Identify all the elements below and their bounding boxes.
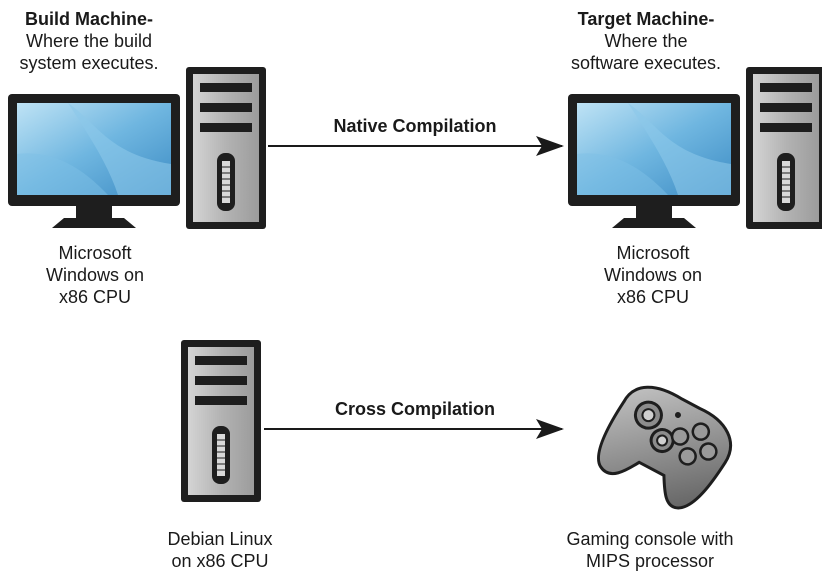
target-machine-label: Target Machine- Where the software execu…	[548, 8, 744, 74]
native-build-caption-2: Windows on	[45, 265, 145, 285]
gamepad-icon	[597, 385, 732, 510]
build-machine-desc-2: system executes.	[19, 53, 159, 73]
cross-build-tower-icon	[180, 339, 262, 503]
target-machine-heading: Target Machine-	[577, 9, 715, 29]
native-build-caption: Microsoft Windows on x86 CPU	[20, 242, 170, 308]
cross-build-caption: Debian Linux on x86 CPU	[140, 528, 300, 572]
build-machine-desc-1: Where the build	[25, 31, 153, 51]
build-tower-icon	[185, 66, 267, 230]
target-monitor-icon	[568, 94, 740, 228]
native-compilation-label: Native Compilation	[333, 116, 497, 136]
build-machine-label: Build Machine- Where the build system ex…	[0, 8, 178, 74]
cross-target-caption-2: MIPS processor	[585, 551, 715, 571]
build-monitor-icon	[8, 94, 180, 228]
native-build-caption-3: x86 CPU	[58, 287, 132, 307]
native-target-caption-3: x86 CPU	[616, 287, 690, 307]
cross-build-caption-1: Debian Linux	[167, 529, 273, 549]
native-target-caption-1: Microsoft	[616, 243, 690, 263]
native-build-caption-1: Microsoft	[58, 243, 132, 263]
native-target-caption-2: Windows on	[603, 265, 703, 285]
target-machine-desc-2: software executes.	[570, 53, 722, 73]
target-tower-icon	[745, 66, 822, 230]
build-machine-heading: Build Machine-	[24, 9, 153, 29]
cross-compilation-label: Cross Compilation	[334, 399, 495, 419]
target-machine-desc-1: Where the	[604, 31, 688, 51]
cross-target-caption: Gaming console with MIPS processor	[540, 528, 760, 572]
cross-build-caption-2: on x86 CPU	[171, 551, 269, 571]
native-target-caption: Microsoft Windows on x86 CPU	[578, 242, 728, 308]
cross-target-caption-1: Gaming console with	[566, 529, 734, 549]
